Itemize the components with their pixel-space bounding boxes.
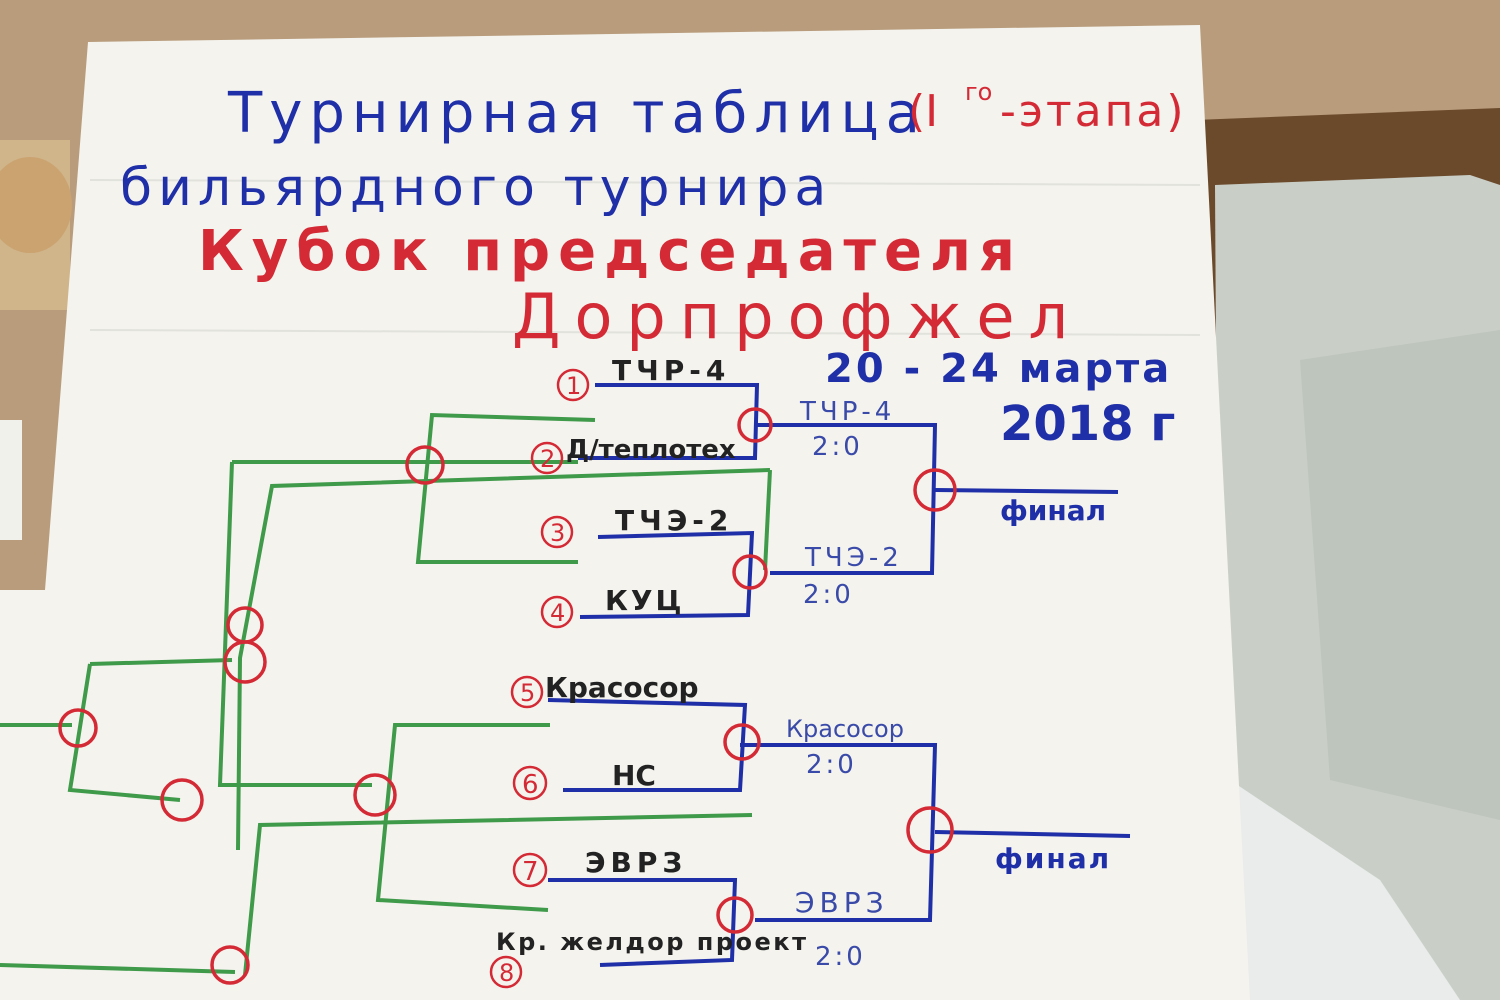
title-stage-open: (I [908, 86, 938, 137]
blue-bracket [547, 383, 1131, 967]
team-7: ЭВРЗ [585, 846, 687, 879]
final-label-2: финал [995, 842, 1111, 875]
seed-2: 2 [540, 445, 555, 473]
seed-4: 4 [550, 599, 565, 627]
title-stage-sup: го [965, 78, 992, 106]
score-3: 2:0 [806, 750, 857, 780]
ruled-lines [89, 179, 1201, 336]
dates-range: 20 - 24 марта [825, 346, 1172, 392]
winner-3: Красосор [786, 715, 904, 743]
score-1: 2:0 [812, 432, 863, 462]
seed-5: 5 [520, 679, 535, 707]
green-bracket [0, 412, 772, 976]
paper-sheet [0, 25, 1250, 1000]
title-line1: Турнирная таблица [227, 81, 927, 146]
seed-3: 3 [550, 519, 565, 547]
seed-8: 8 [499, 959, 514, 987]
team-5: Красосор [545, 671, 699, 704]
team-3: ТЧЭ-2 [615, 504, 733, 537]
seed-6: 6 [522, 770, 539, 800]
team-2: Д/теплотех [566, 435, 736, 465]
seed-1: 1 [566, 372, 581, 400]
glass-reflection [1300, 330, 1500, 820]
winner-1: ТЧР-4 [799, 397, 895, 427]
team-6: НС [612, 759, 656, 792]
title-stage-rest: -этапа) [1000, 86, 1187, 137]
team-1: ТЧР-4 [612, 354, 730, 387]
seed-7: 7 [522, 857, 539, 887]
winner-2: ТЧЭ-2 [804, 543, 903, 573]
stamp-top [0, 157, 72, 253]
winner-4: ЭВРЗ [795, 886, 889, 919]
final-label-1: финал [1000, 494, 1106, 527]
title-line2: бильярдного турнира [120, 158, 832, 218]
seed-circles [489, 368, 590, 989]
dates-year: 2018 г [1000, 396, 1175, 452]
team-8: Кр. желдор проект [496, 928, 806, 956]
junction-circles [58, 407, 957, 985]
side-paper [1230, 780, 1460, 1000]
title-line3: Кубок председателя [198, 219, 1023, 284]
score-2: 2:0 [803, 580, 854, 610]
team-4: КУЦ [605, 584, 684, 617]
left-strip [0, 420, 22, 540]
title-line4: Дорпрофжел [512, 280, 1082, 353]
score-4: 2:0 [815, 942, 866, 972]
